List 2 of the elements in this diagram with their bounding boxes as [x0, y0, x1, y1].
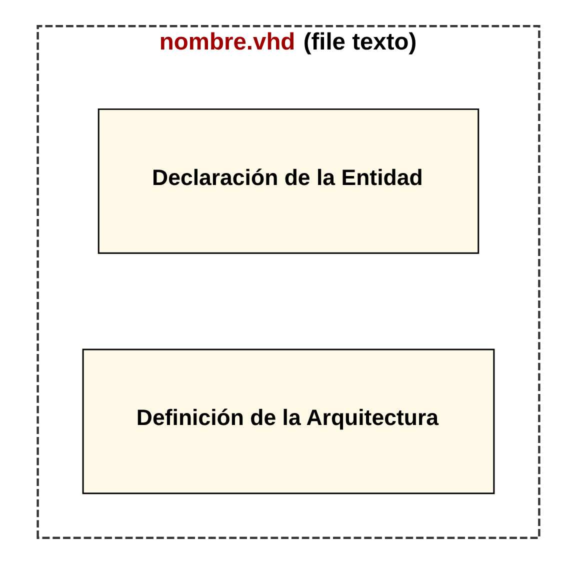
node-box: Declaración de la Entidad	[97, 108, 479, 254]
node-box: Definición de la Arquitectura	[82, 348, 494, 494]
